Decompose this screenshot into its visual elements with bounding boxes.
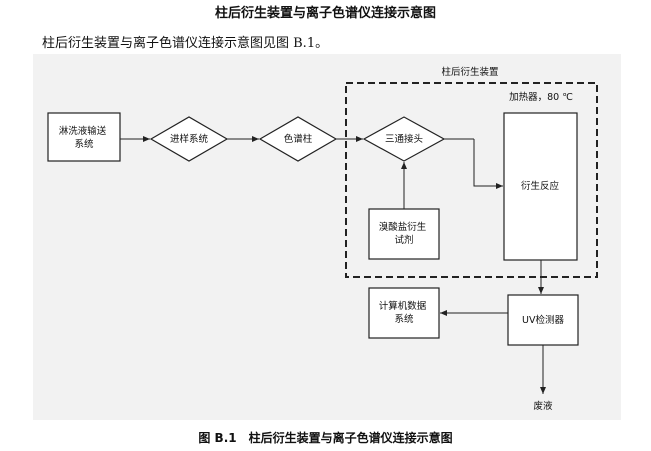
waste-label: 废液 <box>533 400 553 412</box>
data-system-label-line2: 系统 <box>394 313 414 325</box>
data-system-box <box>368 287 440 339</box>
injection-system-label: 进样系统 <box>170 133 209 145</box>
eluent-system-box <box>47 112 121 162</box>
tee-connector-label: 三通接头 <box>385 133 423 145</box>
bromate-reagent-label-line1: 溴酸盐衍生 <box>379 221 427 233</box>
heater-label: 加热器，80 ℃ <box>509 91 573 103</box>
uv-detector-label: UV检测器 <box>522 314 564 326</box>
eluent-system-label-line1: 淋洗液输送 <box>59 125 107 137</box>
eluent-system-label-line2: 系统 <box>74 138 94 150</box>
derivatization-device-boundary <box>345 82 598 278</box>
derivatization-device-label: 柱后衍生装置 <box>441 66 498 78</box>
derivative-reaction-label: 衍生反应 <box>521 180 560 192</box>
bromate-reagent-label: 溴酸盐衍生 试剂 <box>379 221 430 246</box>
eluent-system-label: 淋洗液输送 系统 <box>59 125 110 150</box>
arrow-tee-to-reaction <box>473 139 503 189</box>
column-label: 色谱柱 <box>284 133 313 145</box>
intro-text: 柱后衍生装置与离子色谱仪连接示意图见图 B.1。 <box>42 36 329 51</box>
figure-caption: 图 B.1 柱后衍生装置与离子色谱仪连接示意图 <box>198 431 453 445</box>
data-system-label-line1: 计算机数据 <box>379 300 427 312</box>
page-title: 柱后衍生装置与离子色谱仪连接示意图 <box>214 6 436 21</box>
bromate-reagent-label-line2: 试剂 <box>394 234 413 246</box>
bromate-reagent-box <box>368 208 440 260</box>
data-system-label: 计算机数据 系统 <box>379 300 430 325</box>
